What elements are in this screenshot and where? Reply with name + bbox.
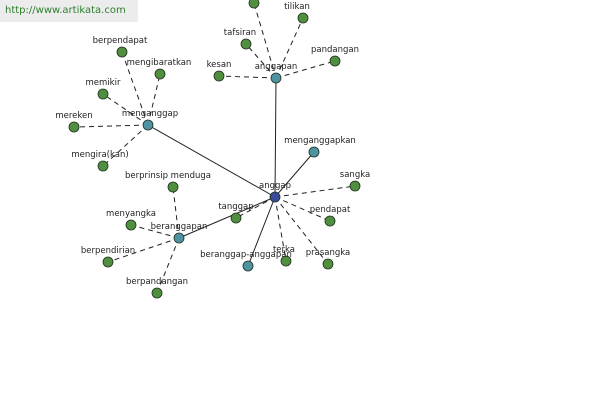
edge-anggapan-kesan <box>218 75 277 79</box>
edges-layer <box>73 2 356 294</box>
node-top-leaf[interactable] <box>248 0 260 9</box>
edge-anggap-sangka <box>274 185 356 198</box>
node-kesan[interactable] <box>213 70 225 82</box>
node-berpendirian[interactable] <box>102 256 114 268</box>
edge-anggapan-tilikan <box>275 17 304 79</box>
node-label-berpendirian[interactable]: berpendirian <box>81 246 135 256</box>
node-label-mengira(kan)[interactable]: mengira(kan) <box>71 150 128 160</box>
site-url-link[interactable]: http://www.artikata.com <box>5 5 126 16</box>
node-label-kesan[interactable]: kesan <box>207 60 232 70</box>
node-pandangan[interactable] <box>329 55 341 67</box>
node-label-berprinsip-menduga[interactable]: berprinsip menduga <box>125 171 211 181</box>
node-label-terka[interactable]: terka <box>273 245 295 255</box>
edge-anggapan-tafsiran <box>245 43 277 79</box>
edge-anggap-beranggapan <box>178 196 276 239</box>
edge-anggap-menganggap <box>147 124 276 198</box>
node-memikir[interactable] <box>97 88 109 100</box>
edge-anggap-menganggapkan <box>274 151 315 198</box>
node-anggapan[interactable] <box>270 72 282 84</box>
edge-beranggapan-berpendirian <box>107 237 180 263</box>
edge-beranggapan-berpandangan <box>156 237 180 294</box>
edge-menganggap-mengira(kan) <box>102 124 149 167</box>
node-label-berpandangan[interactable]: berpandangan <box>126 277 188 287</box>
edge-anggap-pendapat <box>274 196 331 222</box>
edge-menganggap-berpendapat <box>121 51 149 126</box>
node-label-pendapat[interactable]: pendapat <box>310 205 351 215</box>
node-label-mengibaratkan[interactable]: mengibaratkan <box>127 58 192 68</box>
node-tanggap[interactable] <box>230 212 242 224</box>
node-label-pandangan[interactable]: pandangan <box>311 45 359 55</box>
node-terka[interactable] <box>280 255 292 267</box>
node-menganggap[interactable] <box>142 119 154 131</box>
node-label-sangka[interactable]: sangka <box>340 170 370 180</box>
node-anggap[interactable] <box>269 191 281 203</box>
edge-anggap-tanggap <box>235 196 276 219</box>
node-tafsiran[interactable] <box>240 38 252 50</box>
node-label-memikir[interactable]: memikir <box>86 78 121 88</box>
node-mereken[interactable] <box>68 121 80 133</box>
node-sangka[interactable] <box>349 180 361 192</box>
labels-layer: anggap anggapan menganggap beranggapan menga… <box>55 2 370 287</box>
node-label-tilikan[interactable]: tilikan <box>284 2 310 12</box>
node-menganggapkan[interactable] <box>308 146 320 158</box>
node-label-anggap[interactable]: anggap <box>259 181 291 191</box>
node-label-berpendapat[interactable]: berpendapat <box>93 36 148 46</box>
edge-anggapan-pandangan <box>275 60 336 79</box>
node-label-prasangka[interactable]: prasangka <box>306 248 351 258</box>
node-label-mereken[interactable]: mereken <box>55 111 92 121</box>
node-tilikan[interactable] <box>297 12 309 24</box>
node-mengira(kan)[interactable] <box>97 160 109 172</box>
node-label-menganggapkan[interactable]: menganggapkan <box>284 136 356 146</box>
node-label-tanggap[interactable]: tanggap <box>218 202 253 212</box>
node-beranggapan[interactable] <box>173 232 185 244</box>
node-label-beranggap-anggapan[interactable]: beranggap-anggapan <box>200 250 292 260</box>
edge-anggap-anggapan <box>274 77 277 198</box>
node-berprinsip-menduga[interactable] <box>167 181 179 193</box>
edge-anggap-beranggap-anggapan <box>247 196 276 267</box>
node-berpendapat[interactable] <box>116 46 128 58</box>
node-label-beranggapan[interactable]: beranggapan <box>151 222 208 232</box>
edge-anggapan-top-leaf <box>253 2 277 79</box>
node-menyangka[interactable] <box>125 219 137 231</box>
node-berpandangan[interactable] <box>151 287 163 299</box>
node-beranggap-anggapan[interactable] <box>242 260 254 272</box>
node-label-menyangka[interactable]: menyangka <box>106 209 156 219</box>
site-banner: http://www.artikata.com <box>0 0 138 22</box>
node-pendapat[interactable] <box>324 215 336 227</box>
node-label-tafsiran[interactable]: tafsiran <box>224 28 256 38</box>
edge-menganggap-memikir <box>102 93 149 126</box>
node-prasangka[interactable] <box>322 258 334 270</box>
nodes-layer <box>68 0 361 299</box>
node-mengibaratkan[interactable] <box>154 68 166 80</box>
node-label-menganggap[interactable]: menganggap <box>122 109 178 119</box>
node-label-anggapan[interactable]: anggapan <box>255 62 298 72</box>
edge-anggap-terka <box>274 196 287 262</box>
edge-menganggap-mereken <box>73 124 149 128</box>
